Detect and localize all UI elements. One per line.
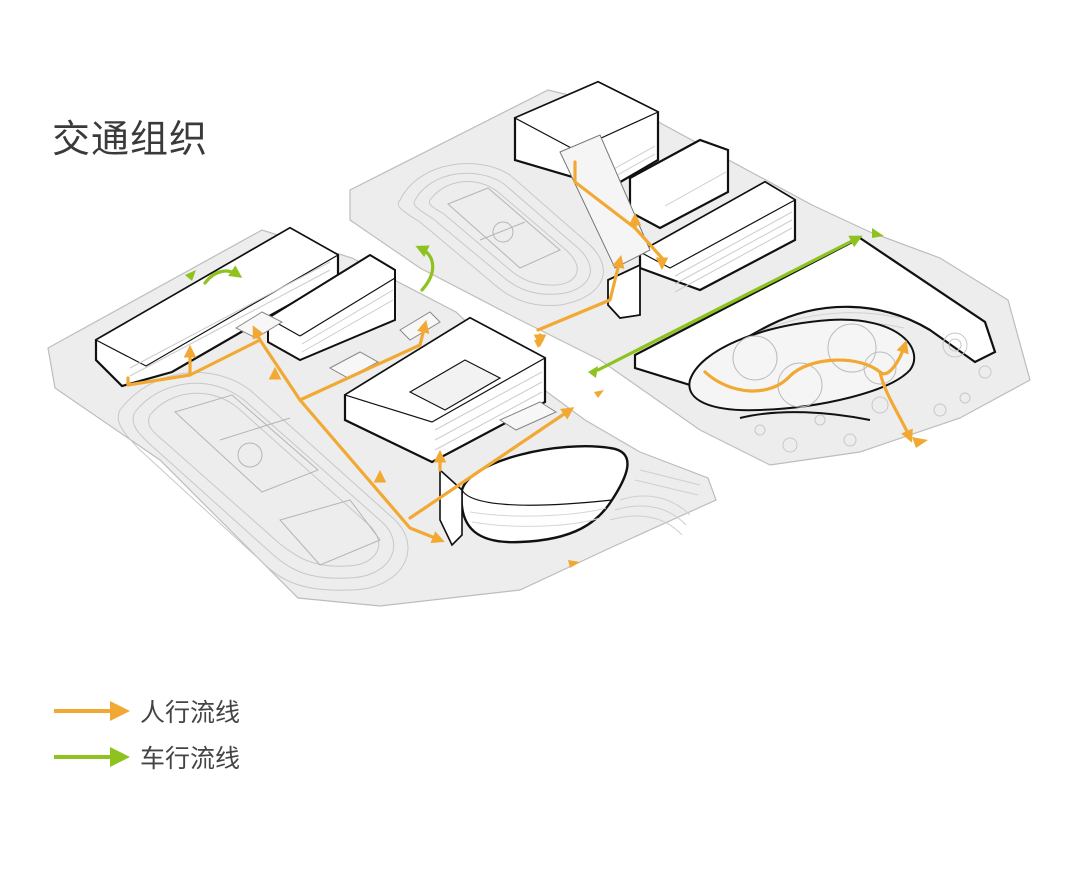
left-site: [47, 226, 717, 607]
green-arrow-icon: [54, 747, 130, 767]
building-middle: [267, 253, 396, 362]
site-plan-diagram: [47, 80, 1031, 607]
oval-garden: [688, 318, 916, 412]
pedestrian-arrowheads: [534, 340, 928, 568]
right-site: [349, 80, 1031, 466]
building-west: [94, 226, 340, 388]
orange-arrow-icon: [54, 701, 130, 721]
building-courtyard: [343, 316, 547, 464]
left-plaza: [609, 469, 701, 536]
building-north-cluster: [513, 80, 797, 292]
page-title: 交通组织: [52, 117, 209, 161]
vehicle-arrowheads: [185, 228, 884, 378]
north-ramp: [559, 134, 651, 269]
legend-item-vehicle: 车行流线: [52, 734, 240, 780]
legend-label-vehicle: 车行流线: [140, 744, 241, 773]
landscape-circles: [754, 332, 992, 453]
right-sports-field: [397, 163, 604, 307]
legend: 人行流线 车行流线: [52, 688, 240, 780]
pedestrian-flow-paths: [126, 160, 913, 544]
building-auditorium: [439, 445, 629, 547]
stairs-connectors: [234, 311, 558, 431]
legend-item-pedestrian: 人行流线: [52, 688, 240, 734]
vehicle-flow-paths: [203, 235, 863, 372]
building-west-floors: [129, 261, 331, 377]
legend-label-pedestrian: 人行流线: [140, 698, 241, 727]
